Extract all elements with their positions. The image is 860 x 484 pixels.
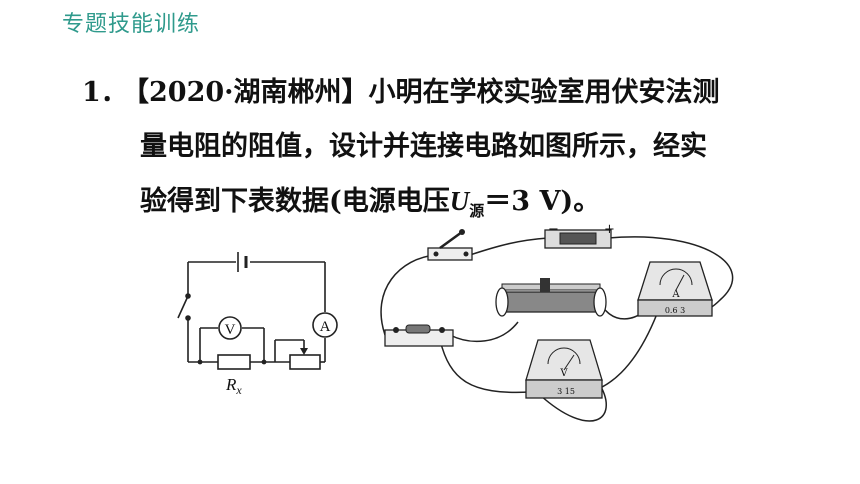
knife-switch	[427, 229, 473, 261]
junction-dot	[261, 359, 267, 365]
voltage-variable: U	[449, 186, 470, 216]
resistor-board	[384, 324, 454, 347]
voltage-subscript: 源	[469, 202, 485, 220]
voltmeter-face-label: V	[559, 368, 568, 379]
ammeter-label: A	[320, 319, 331, 335]
voltmeter-label: V	[225, 322, 236, 338]
question-line-1: 【2020·湖南郴州】小明在学校实验室用伏安法测	[122, 77, 720, 108]
voltmeter-symbol: V	[218, 316, 242, 340]
ammeter-terminal-labels: 0.6 3	[665, 306, 685, 315]
question-number: 1．	[82, 77, 128, 108]
voltmeter-terminal-labels: 3 15	[557, 387, 575, 396]
section-header: 专题技能训练	[62, 12, 201, 37]
slide-rheostat	[495, 278, 607, 317]
question-line-2: 量电阻的阻值，设计并连接电路如图所示，经实	[140, 131, 707, 162]
ammeter-face-label: A	[671, 289, 680, 300]
line3-prefix: 验得到下表数据(电源电压	[140, 186, 450, 217]
battery-symbol	[237, 252, 248, 272]
ammeter-device: A 0.6 3	[637, 261, 713, 317]
resistor-rx-symbol	[217, 354, 251, 370]
resistor-label: Rx	[225, 375, 242, 397]
battery-plus-label: +	[604, 222, 615, 237]
line3-suffix: ＝3 V)。	[484, 186, 601, 217]
ammeter-symbol: A	[312, 312, 338, 338]
circuit-diagram	[187, 261, 326, 363]
junction-dot	[197, 359, 203, 365]
switch-symbol	[177, 293, 191, 321]
battery-minus-label: −	[548, 222, 559, 237]
rheostat-symbol	[289, 340, 321, 370]
battery-box: − +	[544, 222, 615, 249]
question-line-3: 验得到下表数据(电源电压U源＝3 V)。	[140, 174, 600, 238]
voltmeter-device: V 3 15	[525, 339, 603, 399]
